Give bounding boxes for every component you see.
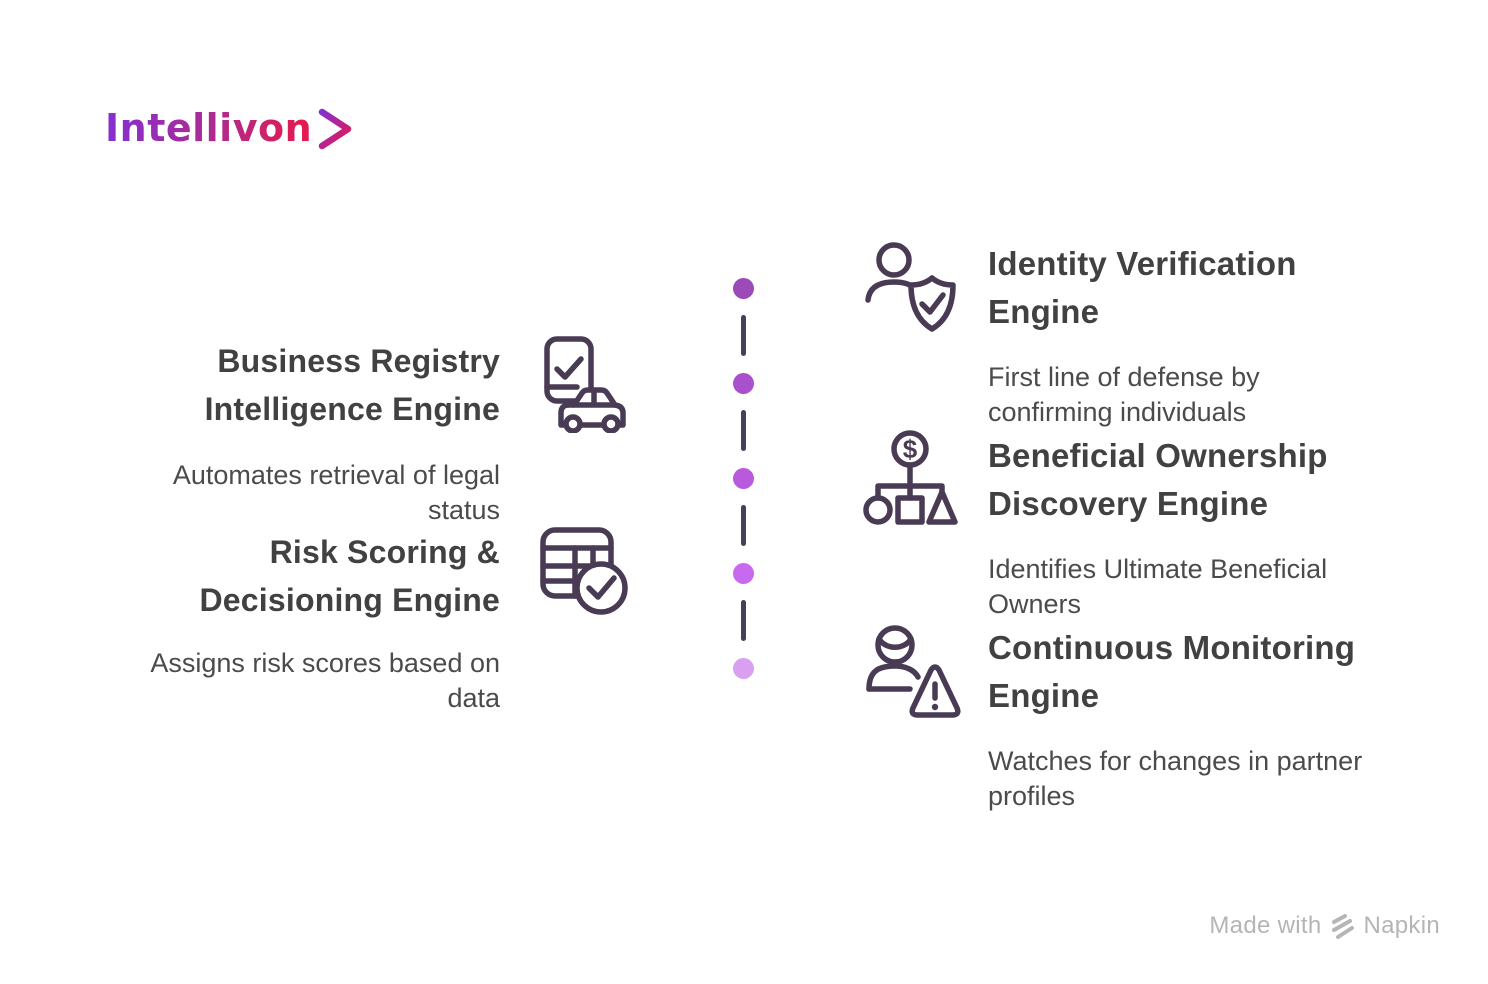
right-item-2-title: Beneficial Ownership Discovery Engine <box>988 437 1328 522</box>
timeline-segment-3 <box>741 505 746 546</box>
made-with-napkin: Made with Napkin <box>1209 912 1440 940</box>
napkin-logo-icon <box>1332 914 1355 939</box>
left-item-2-title: Risk Scoring & Decisioning Engine <box>199 534 500 618</box>
right-item-1-description: First line of defense by confirming indi… <box>988 362 1260 427</box>
timeline-dot-5 <box>733 657 754 679</box>
made-with-label: Made with <box>1209 912 1322 939</box>
chevron-right-icon <box>318 108 352 150</box>
napkin-brand-label: Napkin <box>1363 912 1440 939</box>
timeline-dot-2 <box>733 372 754 394</box>
table-check-icon <box>535 518 635 618</box>
right-item-3-description: Watches for changes in partner profiles <box>988 746 1363 811</box>
left-item-1-description: Automates retrieval of legal status <box>172 460 500 525</box>
right-item-3-title: Continuous Monitoring Engine <box>988 629 1356 714</box>
right-item-1-title: Identity Verification Engine <box>988 245 1297 330</box>
svg-text:$: $ <box>903 434 918 464</box>
timeline-dot-3 <box>733 467 754 489</box>
brand-name: Intellivon <box>105 106 313 150</box>
left-item-2-description: Assigns risk scores based on data <box>150 648 500 713</box>
money-hierarchy-icon: $ <box>860 428 960 528</box>
person-shield-check-icon <box>862 238 962 338</box>
registry-check-car-icon <box>527 333 627 433</box>
timeline-segment-4 <box>741 600 746 641</box>
timeline-segment-1 <box>741 315 746 356</box>
timeline-dot-4 <box>733 562 754 584</box>
left-item-1-title: Business Registry Intelligence Engine <box>204 343 500 427</box>
brand-logo: Intellivon <box>105 106 354 150</box>
timeline-dot-1 <box>733 277 754 299</box>
right-item-2-description: Identifies Ultimate Beneficial Owners <box>988 554 1328 619</box>
person-alert-icon <box>862 622 962 722</box>
timeline-segment-2 <box>741 410 746 451</box>
